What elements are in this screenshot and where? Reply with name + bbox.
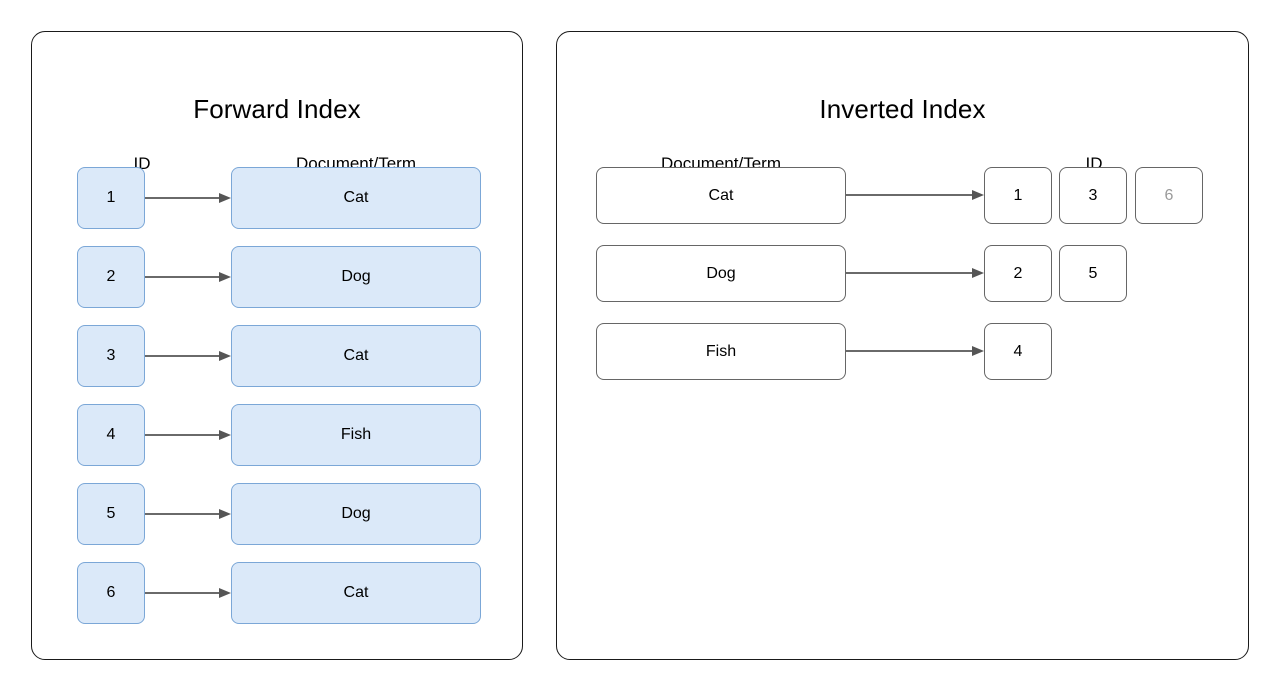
arrow-right-icon xyxy=(846,189,984,201)
inverted-id-box[interactable]: 6 xyxy=(1135,167,1203,224)
inverted-id-box[interactable]: 1 xyxy=(984,167,1052,224)
inverted-index-panel: Inverted Index Document/Term ID Cat 1 3 … xyxy=(556,31,1249,660)
inverted-id-box[interactable]: 2 xyxy=(984,245,1052,302)
arrow-right-icon xyxy=(145,271,231,283)
forward-term-box[interactable]: Cat xyxy=(231,167,481,229)
forward-term-box[interactable]: Fish xyxy=(231,404,481,466)
arrow-right-icon xyxy=(846,345,984,357)
forward-term-box[interactable]: Cat xyxy=(231,325,481,387)
forward-term-box[interactable]: Cat xyxy=(231,562,481,624)
inverted-id-box[interactable]: 3 xyxy=(1059,167,1127,224)
arrow-right-icon xyxy=(145,192,231,204)
forward-index-panel: Forward Index ID Document/Term 1 Cat 2 D… xyxy=(31,31,523,660)
forward-id-box[interactable]: 5 xyxy=(77,483,145,545)
inverted-id-box[interactable]: 5 xyxy=(1059,245,1127,302)
forward-index-title: Forward Index xyxy=(193,94,361,124)
forward-term-box[interactable]: Dog xyxy=(231,483,481,545)
arrow-right-icon xyxy=(846,267,984,279)
forward-term-box[interactable]: Dog xyxy=(231,246,481,308)
forward-id-box[interactable]: 6 xyxy=(77,562,145,624)
inverted-term-box[interactable]: Dog xyxy=(596,245,846,302)
inverted-term-box[interactable]: Fish xyxy=(596,323,846,380)
inverted-term-box[interactable]: Cat xyxy=(596,167,846,224)
inverted-index-title: Inverted Index xyxy=(819,94,986,124)
arrow-right-icon xyxy=(145,508,231,520)
forward-id-box[interactable]: 3 xyxy=(77,325,145,387)
arrow-right-icon xyxy=(145,429,231,441)
arrow-right-icon xyxy=(145,350,231,362)
inverted-id-box[interactable]: 4 xyxy=(984,323,1052,380)
forward-id-box[interactable]: 4 xyxy=(77,404,145,466)
forward-id-box[interactable]: 1 xyxy=(77,167,145,229)
forward-id-box[interactable]: 2 xyxy=(77,246,145,308)
arrow-right-icon xyxy=(145,587,231,599)
